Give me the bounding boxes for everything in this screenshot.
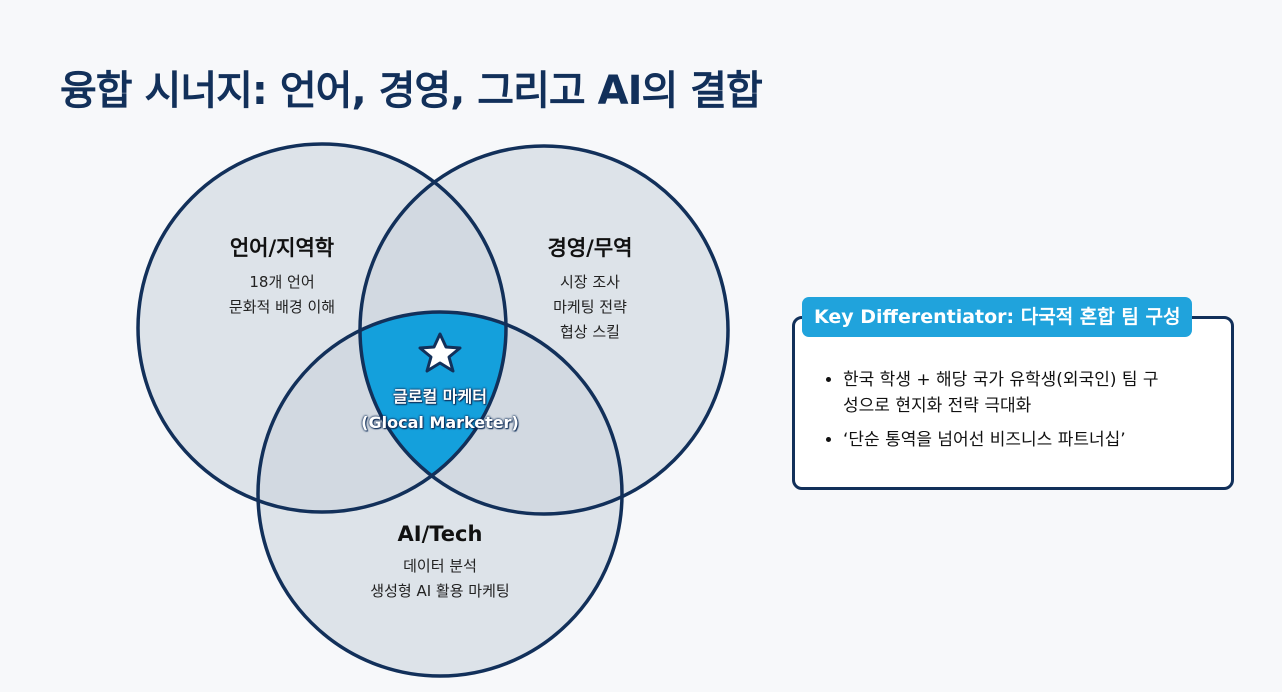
ai-heading: AI/Tech xyxy=(397,522,483,546)
page-title: 융합 시너지: 언어, 경영, 그리고 AI의 결합 xyxy=(60,68,763,114)
language-line: 문화적 배경 이해 xyxy=(228,298,336,316)
business-heading: 경영/무역 xyxy=(547,236,633,260)
bullet-item: ‘단순 통역을 넘어선 비즈니스 파트너십’ xyxy=(843,427,1231,453)
center-label: 글로컬 마케터 (Glocal Marketer) xyxy=(361,384,519,436)
business-line: 시장 조사 xyxy=(560,273,620,291)
ai-line: 데이터 분석 xyxy=(403,557,477,575)
differentiator-heading: Key Differentiator: 다국적 혼합 팀 구성 xyxy=(802,297,1193,337)
language-line: 18개 언어 xyxy=(249,273,315,291)
center-line-ko: 글로컬 마케터 xyxy=(393,387,487,406)
differentiator-box: 한국 학생 + 해당 국가 유학생(외국인) 팀 구성으로 현지화 전략 극대화… xyxy=(792,316,1234,490)
business-line: 마케팅 전략 xyxy=(553,298,627,316)
business-line: 협상 스킬 xyxy=(560,323,620,341)
bullet-item: 한국 학생 + 해당 국가 유학생(외국인) 팀 구성으로 현지화 전략 극대화 xyxy=(843,367,1173,419)
circle-ai xyxy=(258,312,622,676)
center-line-en: (Glocal Marketer) xyxy=(361,413,519,432)
language-heading: 언어/지역학 xyxy=(229,236,335,260)
ai-line: 생성형 AI 활용 마케팅 xyxy=(370,582,510,600)
star-icon xyxy=(418,332,462,373)
